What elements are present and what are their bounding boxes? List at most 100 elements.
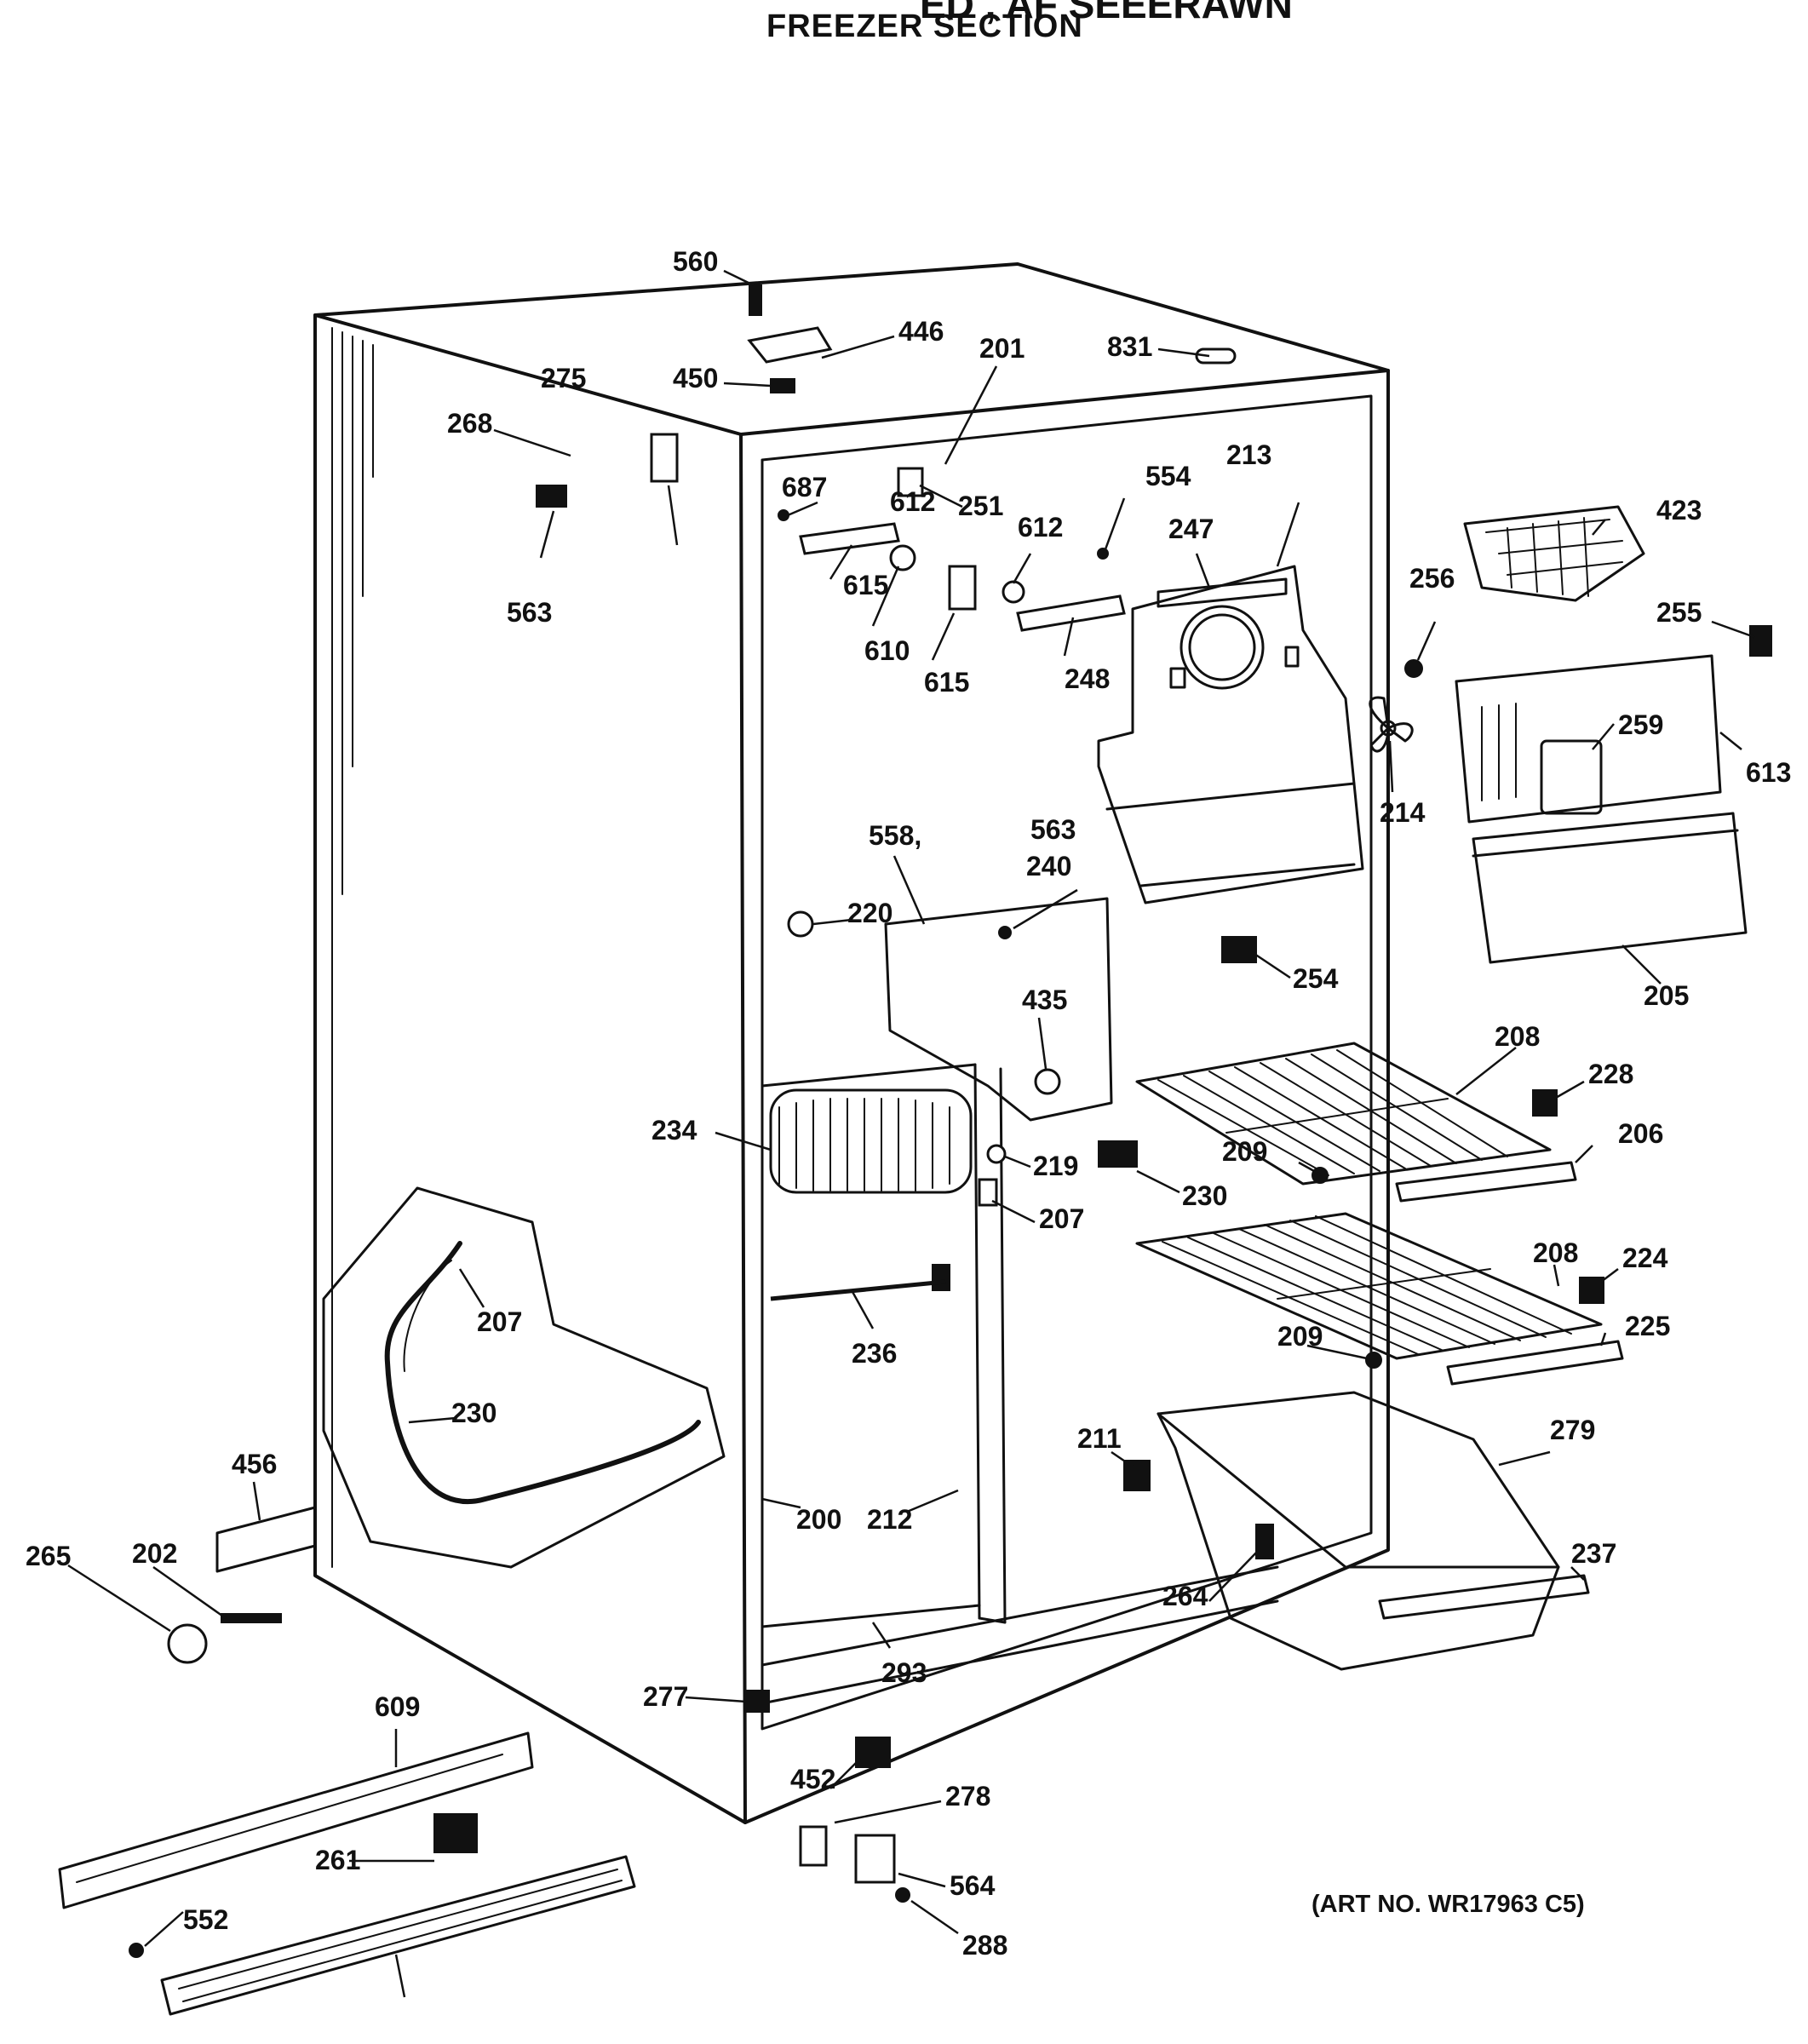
callout-613-label: 613 — [1746, 757, 1791, 788]
callout-261-label: 261 — [315, 1845, 360, 1875]
hinge-609 — [855, 1737, 891, 1768]
callout-612-label: 612 — [1018, 512, 1063, 543]
callout-563-label: 563 — [1030, 814, 1076, 845]
callout-446-label: 446 — [898, 316, 944, 347]
evaporator-cover — [884, 897, 1113, 1122]
callout-254-label: 254 — [1293, 963, 1339, 994]
callout-209-label: 209 — [1222, 1136, 1267, 1167]
callout-452-label: 452 — [790, 1764, 835, 1794]
fan-blade — [1369, 696, 1414, 753]
basket-stop-237 — [1255, 1524, 1274, 1559]
shelf-front-209-a — [1395, 1161, 1577, 1203]
drain-trough-230 — [770, 1279, 946, 1301]
screw-558 — [998, 926, 1012, 939]
screw-554 — [1097, 548, 1109, 560]
shelf-support-256 — [1749, 625, 1772, 657]
callout-279-label: 279 — [1550, 1415, 1595, 1445]
callout-268-label: 268 — [447, 408, 492, 439]
callout-564-label: 564 — [950, 1870, 996, 1901]
callout-612-label: 612 — [890, 486, 935, 517]
switch-275 — [650, 433, 679, 483]
callout-240-label: 240 — [1026, 851, 1071, 881]
callout-211-label: 211 — [1077, 1423, 1122, 1454]
section-title: FREEZER SECTION — [766, 9, 1083, 44]
bracket-236 — [1123, 1460, 1151, 1491]
callout-214-label: 214 — [1380, 797, 1426, 828]
control-panel-259 — [1455, 654, 1722, 824]
screw-687 — [778, 509, 789, 521]
callout-423-label: 423 — [1656, 495, 1702, 525]
hinge-446 — [747, 326, 833, 364]
hinge-pin-293 — [744, 1690, 770, 1713]
callout-831-label: 831 — [1107, 331, 1152, 362]
callout-219-label: 219 — [1033, 1151, 1078, 1181]
callout-225-label: 225 — [1625, 1311, 1670, 1341]
callout-202-label: 202 — [132, 1538, 177, 1569]
evaporator-coil — [769, 1088, 973, 1194]
bracket-612-b — [1016, 594, 1126, 632]
callout-554-label: 554 — [1145, 461, 1191, 491]
callout-209-label: 209 — [1277, 1321, 1323, 1352]
callout-248-label: 248 — [1065, 663, 1110, 694]
shelf-front-209-b — [1446, 1340, 1624, 1386]
bracket-612-a — [799, 522, 900, 555]
callout-207-label: 207 — [477, 1306, 522, 1337]
callout-563-label: 563 — [507, 597, 552, 628]
timer-610 — [948, 565, 977, 611]
callout-230-label: 230 — [451, 1398, 496, 1428]
frame-rail-277 — [58, 1731, 534, 1909]
defrost-heater-219 — [1098, 1140, 1138, 1168]
callout-236-label: 236 — [852, 1338, 897, 1369]
callout-560-label: 560 — [673, 246, 718, 277]
callout-212-label: 212 — [867, 1504, 912, 1535]
callout-615-label: 615 — [843, 570, 888, 600]
callout-200-label: 200 — [796, 1504, 841, 1535]
small-parts — [129, 284, 1772, 1958]
cover-panel-254 — [1472, 812, 1748, 964]
shelf-support-208-b — [1579, 1277, 1604, 1304]
callout-220-label: 220 — [847, 898, 893, 928]
callout-256-label: 256 — [1409, 563, 1455, 594]
callout-277-label: 277 — [643, 1681, 688, 1712]
callout-224-label: 224 — [1622, 1243, 1668, 1273]
callout-288-label: 288 — [962, 1930, 1007, 1961]
screw-552 — [895, 1887, 910, 1903]
callout-435-label: 435 — [1022, 985, 1067, 1015]
plug-831 — [1195, 347, 1237, 365]
callout-206-label: 206 — [1618, 1118, 1663, 1149]
callout-264-label: 264 — [1162, 1581, 1208, 1611]
hinge-261 — [854, 1834, 896, 1884]
grommet-615-b — [1002, 580, 1025, 604]
grommet-615-a — [889, 544, 916, 571]
clip-563 — [536, 485, 567, 508]
shelf-stop-207-b — [1365, 1352, 1382, 1369]
callout-207-label: 207 — [1039, 1203, 1084, 1234]
leader-lines — [67, 269, 1755, 1998]
callout-552-label: 552 — [183, 1904, 228, 1935]
callout-228-label: 228 — [1588, 1059, 1633, 1089]
callout-259-label: 259 — [1618, 709, 1663, 740]
light-socket-251 — [897, 467, 924, 497]
fan-bracket — [1157, 577, 1288, 608]
screw-560 — [749, 284, 762, 316]
callout-255-label: 255 — [1656, 597, 1702, 628]
roller-bracket-279 — [215, 1506, 317, 1573]
callout-234-label: 234 — [651, 1115, 697, 1145]
screw-564 — [129, 1943, 144, 1958]
wire-shelf-205 — [1135, 1042, 1552, 1186]
callout-237-label: 237 — [1571, 1538, 1616, 1569]
shim-452 — [799, 1825, 828, 1867]
art-number: (ART NO. WR17963 C5) — [1312, 1891, 1585, 1918]
callout-293-label: 293 — [881, 1657, 927, 1688]
drain-heater-panel — [322, 1186, 726, 1569]
wire-234 — [986, 1144, 1007, 1164]
defrost-thermostat-423 — [1404, 659, 1423, 678]
callout-450-label: 450 — [673, 363, 718, 393]
callout-456-label: 456 — [232, 1449, 277, 1479]
roller-264 — [167, 1623, 208, 1664]
callout-275-label: 275 — [541, 363, 586, 393]
freezer-basket — [1157, 1391, 1590, 1671]
callout-251-label: 251 — [958, 491, 1003, 521]
wire-shelf-206 — [1135, 1212, 1603, 1360]
